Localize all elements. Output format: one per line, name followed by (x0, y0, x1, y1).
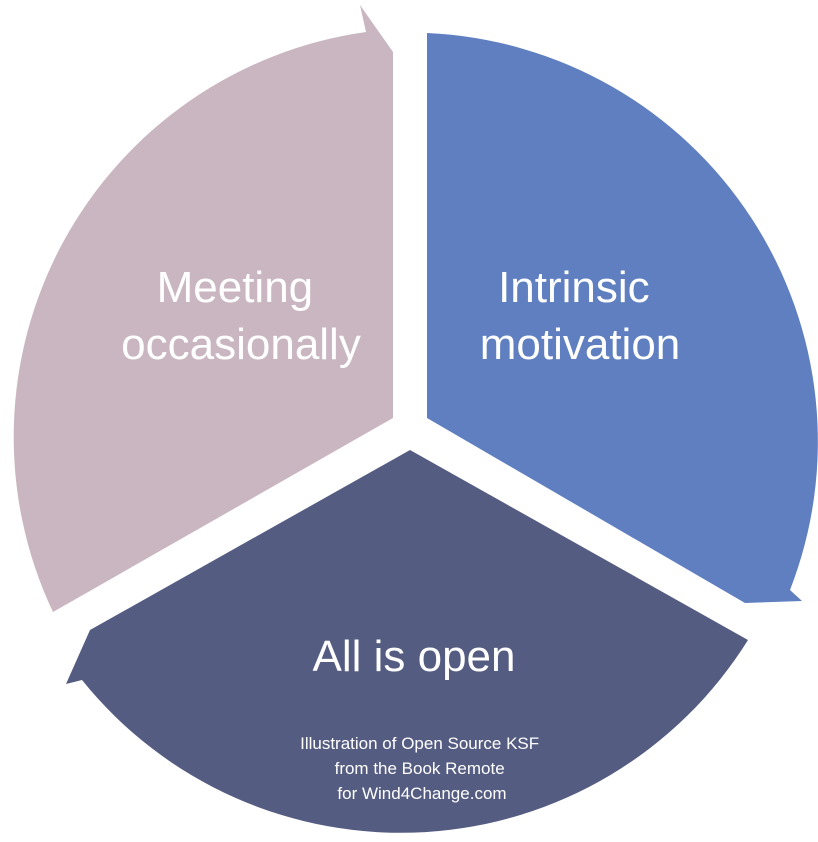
segment-meeting-occasionally: Meeting occasionally (13, 5, 394, 612)
caption: Illustration of Open Source KSF from the… (300, 734, 544, 803)
caption-line-2: from the Book Remote (335, 759, 505, 778)
caption-line-3: for Wind4Change.com (337, 784, 506, 803)
segment-intrinsic-motivation: Intrinsic motivation (427, 33, 818, 603)
svg-text:Intrinsic motivation: Intrinsic motivation (480, 263, 681, 369)
segment-meeting-occasionally-label-line-2: occasionally (121, 320, 361, 369)
segment-meeting-occasionally-label-line-1: Meeting (157, 263, 314, 312)
segment-all-is-open-label: All is open (312, 632, 515, 681)
segment-meeting-occasionally-shape (13, 5, 394, 612)
caption-line-1: Illustration of Open Source KSF (300, 734, 539, 753)
segment-all-is-open-shape (66, 450, 748, 833)
segment-all-is-open: All is open Illustration of Open Source … (66, 450, 748, 833)
svg-text:Meeting occasionally: Meeting occasionally (121, 263, 361, 369)
segment-intrinsic-motivation-label-line-2: motivation (480, 320, 681, 369)
segment-intrinsic-motivation-label-line-1: Intrinsic (498, 263, 650, 312)
svg-text:All is open: All is open (312, 632, 515, 681)
segment-intrinsic-motivation-shape (427, 33, 818, 603)
